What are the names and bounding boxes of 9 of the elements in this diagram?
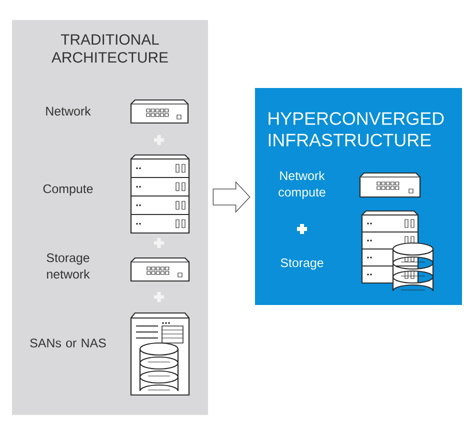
item-label: SANs or NAS <box>30 338 106 348</box>
block-arrow <box>212 180 250 213</box>
panel-heading: TRADITIONAL ARCHITECTURE <box>52 34 168 63</box>
item-label: Network <box>46 106 91 116</box>
item-label: Storage network <box>46 253 90 279</box>
item-label: Network compute <box>278 170 326 199</box>
item-label: Storage <box>280 258 324 270</box>
item-label: Compute <box>43 184 93 196</box>
panel-heading: HYPERCONVERGED INFRASTRUCTURE <box>268 112 444 146</box>
